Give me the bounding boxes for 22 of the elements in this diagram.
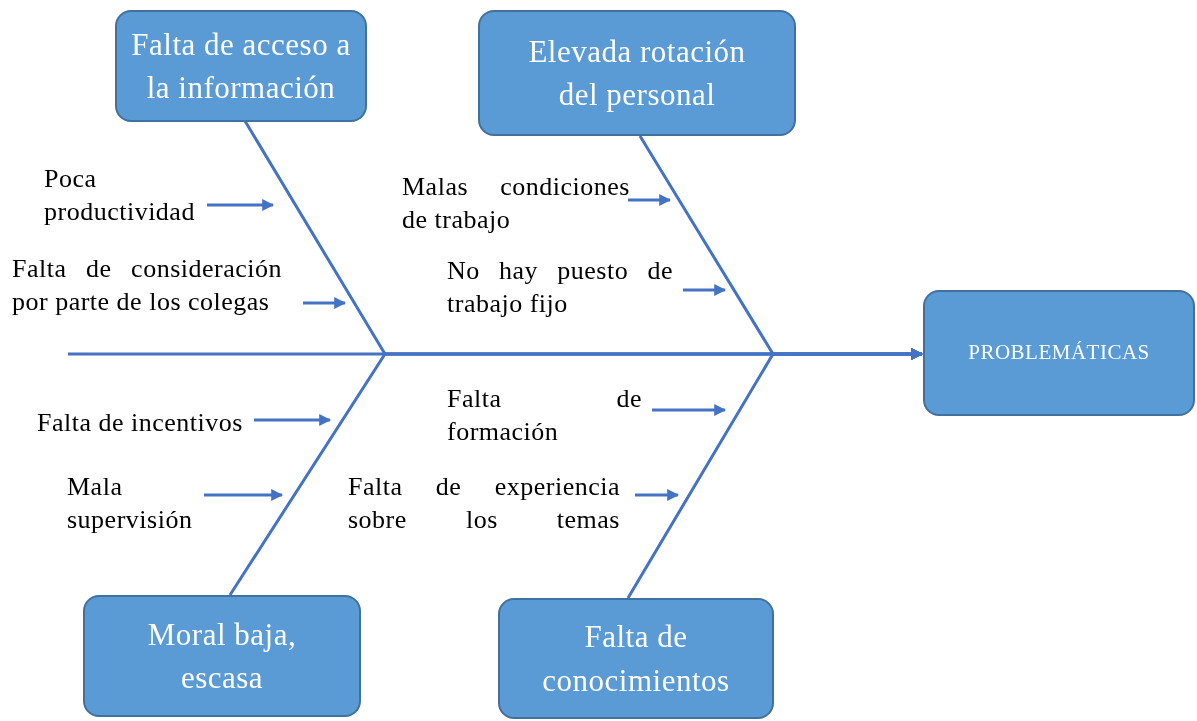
spine-arrow (68, 348, 924, 360)
problem-box: PROBLEMÁTICAS (923, 290, 1195, 416)
cause-label: Poca productividad (44, 162, 205, 228)
cause-label: Malas condiciones de trabajo (402, 170, 630, 236)
cause-label: Falta de experiencia sobre los temas (348, 470, 620, 536)
category-box: Moral baja, escasa (83, 595, 361, 717)
arrow (652, 404, 727, 416)
arrow (635, 489, 680, 501)
arrow (204, 489, 284, 501)
arrow (683, 284, 727, 296)
arrow (207, 199, 275, 211)
category-box: Elevada rotación del personal (478, 10, 796, 136)
cause-label: Falta de incentivos (37, 406, 252, 439)
arrow (303, 297, 347, 309)
category-box: Falta de conocimientos (498, 598, 774, 719)
cause-label: Falta de consideración por parte de los colegas (12, 252, 282, 318)
cause-label: No hay puesto de trabajo fijo (447, 254, 673, 320)
arrow (254, 414, 332, 426)
category-box: Falta de acceso a la información (115, 10, 367, 122)
arrow (628, 194, 672, 206)
cause-label: Mala supervisión (67, 470, 202, 536)
cause-label: Falta de formación (447, 382, 642, 448)
